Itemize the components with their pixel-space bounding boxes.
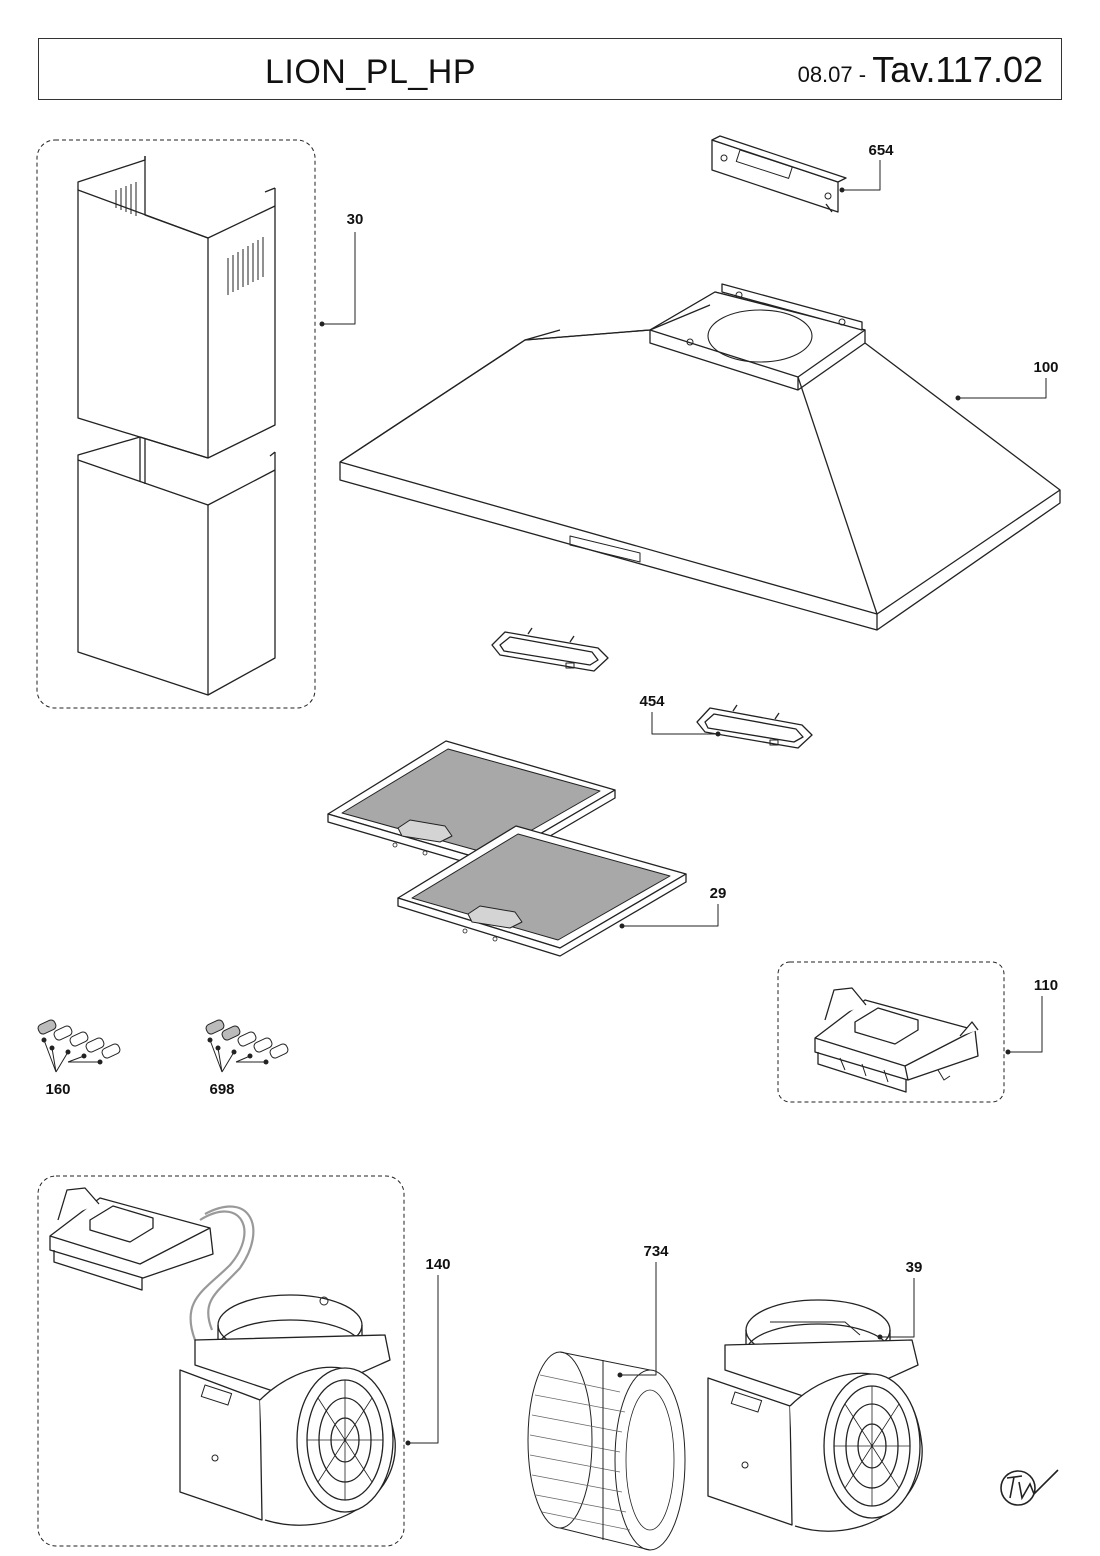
model-name: LION_PL_HP: [265, 53, 476, 91]
callout-100: 100: [1033, 359, 1058, 376]
motor-39-body: [707, 1299, 923, 1532]
hood-body: [339, 283, 1061, 631]
title-block: LION_PL_HP 08.07 - Tav.117.02: [38, 38, 1062, 100]
grease-filter-upper: [327, 740, 616, 871]
callout-29: 29: [710, 885, 727, 902]
filter-frame-upper: [491, 627, 609, 672]
callout-160: 160: [45, 1081, 70, 1098]
bulb-set-160: [37, 1019, 121, 1073]
table-number: Tav.117.02: [872, 49, 1043, 90]
leader-654: [842, 160, 881, 191]
callout-30: 30: [347, 211, 364, 228]
manufacturer-logo-icon: [1000, 1469, 1059, 1506]
leader-30: [322, 232, 356, 325]
leader-454: [651, 712, 718, 735]
group-outline-motor-assembly: [37, 1175, 405, 1547]
motor-assembly-control: [49, 1187, 214, 1291]
callout-454: 454: [639, 693, 665, 710]
title-separator: -: [852, 62, 873, 87]
filter-frame-lower: [696, 704, 813, 749]
callout-140: 140: [425, 1256, 450, 1273]
leader-29: [622, 904, 719, 927]
callout-110: 110: [1034, 977, 1058, 994]
motor-assembly-wiring: [189, 1205, 255, 1341]
motor-assembly-blower: [179, 1294, 396, 1526]
callout-698: 698: [209, 1081, 234, 1098]
leader-100: [958, 378, 1047, 399]
callout-734: 734: [643, 1243, 669, 1260]
group-outline-control-unit: [777, 961, 1005, 1103]
wall-bracket: [711, 135, 847, 213]
callout-654: 654: [868, 142, 894, 159]
group-outline-chimney: [36, 139, 316, 709]
chimney-upper-part: [77, 156, 276, 459]
leader-110: [1008, 996, 1043, 1053]
grease-filter-lower: [397, 825, 687, 957]
callout-39: 39: [906, 1259, 923, 1276]
leader-140: [408, 1275, 439, 1444]
table-reference: 08.07 - Tav.117.02: [798, 49, 1043, 91]
revision-date: 08.07: [797, 62, 853, 87]
bulb-set-698: [205, 1019, 289, 1073]
chimney-lower-part: [77, 436, 276, 696]
control-unit: [814, 987, 979, 1093]
impeller-wheel: [527, 1350, 686, 1551]
leader-39: [880, 1278, 915, 1338]
leader-734: [620, 1262, 657, 1376]
